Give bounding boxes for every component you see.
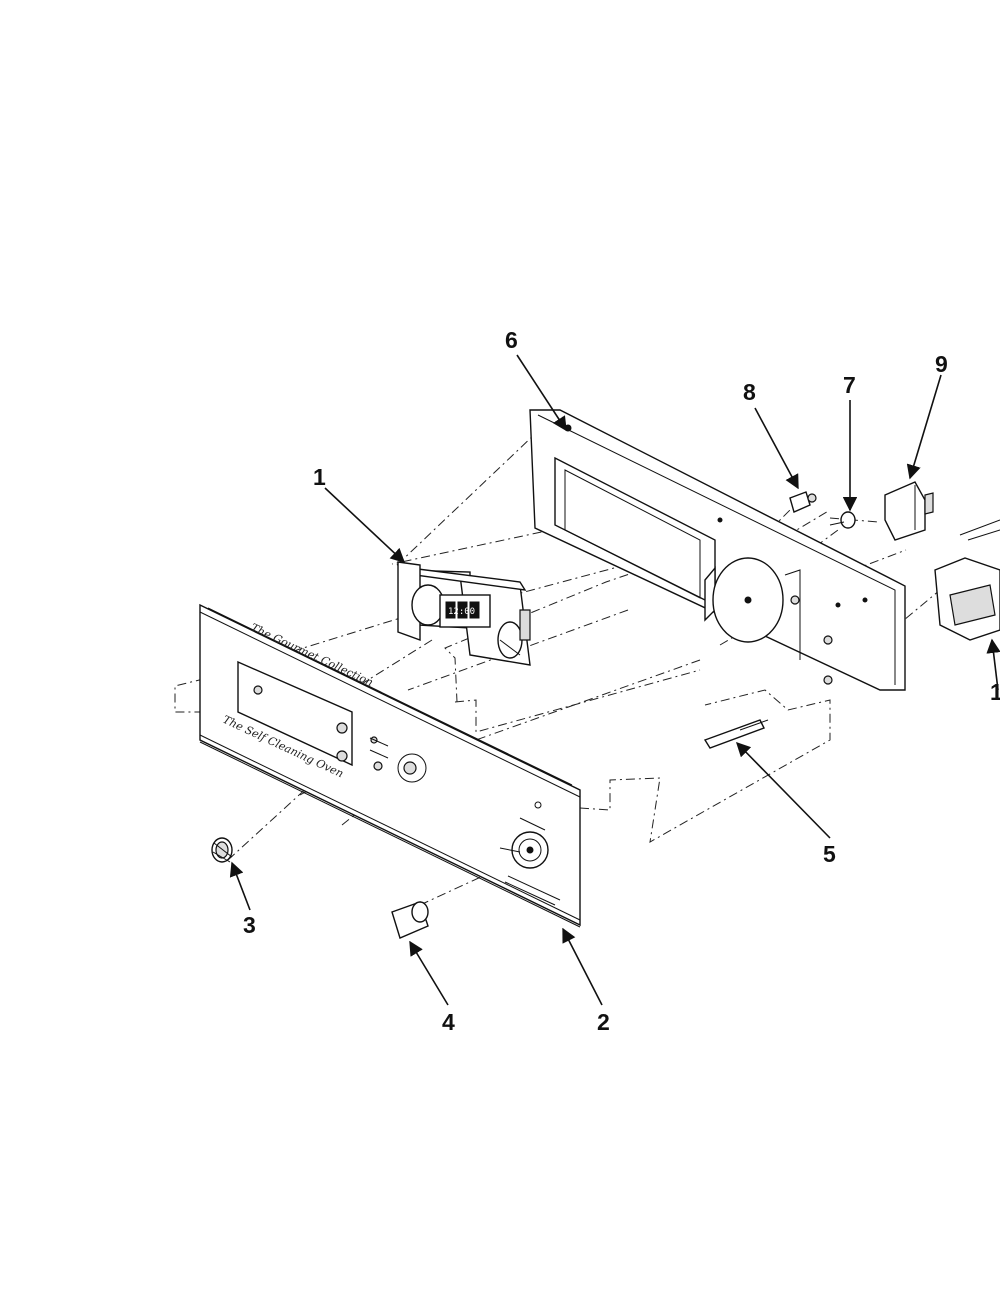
switch-part-9 [884,481,934,541]
callout-10: 1 [990,679,1000,705]
callout-7: 7 [843,372,856,398]
back-bracket-part-6 [529,409,906,691]
switch-part-8 [789,491,817,513]
leader-lines [229,354,1000,1006]
callout-4: 4 [442,1009,455,1035]
clock-module-part-1: 12:00 [397,561,531,666]
callout-2: 2 [597,1009,610,1035]
selector-knob-part-4 [391,901,429,939]
callout-5: 5 [823,841,836,867]
pin-part-7 [829,511,856,529]
callout-labels: 1 6 8 7 9 3 4 2 5 1 [243,327,1000,1035]
callout-3: 3 [243,912,256,938]
front-panel-part-2: The Gourmet Collection The Self Cleaning… [199,603,581,928]
relay-part-10 [934,519,1000,641]
clock-display: 12:00 [448,607,475,617]
callout-9: 9 [935,351,948,377]
callout-8: 8 [743,379,756,405]
knob-part-3 [211,837,233,863]
rod-part-5 [703,719,769,749]
callout-1: 1 [313,464,326,490]
callout-6: 6 [505,327,518,353]
